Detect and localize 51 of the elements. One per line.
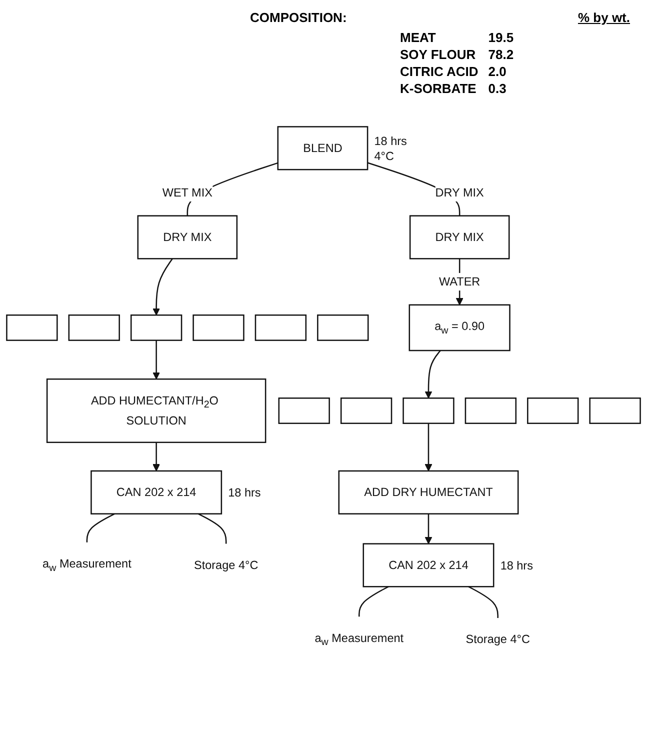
arrow (424, 350, 441, 398)
node-box: DRY MIX (137, 215, 238, 260)
node-box: DRY MIX (409, 215, 510, 260)
node-text: Storage 4°C (466, 632, 530, 646)
connector (198, 513, 227, 544)
duration-note: 4°C (374, 150, 394, 163)
edge-label: DRY MIX (435, 186, 484, 199)
percent-value: 2.0 (488, 64, 506, 79)
node-box: CAN 202 x 214 (362, 543, 494, 588)
node-box (402, 398, 454, 424)
node-text: a$_{w}$ Measurement (314, 630, 404, 648)
column-heading: % by wt. (578, 10, 630, 25)
node-box: a$_{w}$ = 0.90 (408, 304, 510, 352)
percent-value: 0.3 (488, 81, 506, 96)
ingredient-name: MEAT (400, 30, 436, 45)
node-box (130, 314, 182, 341)
ingredient-name: SOY FLOUR (400, 47, 476, 62)
node-text: Storage 4°C (194, 558, 258, 572)
arrow (152, 340, 160, 380)
ingredient-name: K-SORBATE (400, 81, 476, 96)
arrow (424, 423, 432, 472)
node-box (527, 398, 579, 424)
node-box: ADD DRY HUMECTANT (338, 470, 519, 514)
node-box (340, 398, 392, 424)
node-box (192, 314, 244, 341)
arrow (152, 258, 173, 316)
node-box (278, 398, 330, 424)
node-box: CAN 202 x 214 (90, 470, 222, 514)
connector (86, 513, 115, 542)
node-box (6, 314, 58, 341)
node-text: a$_{w}$ Measurement (42, 556, 132, 574)
node-box (464, 398, 517, 424)
percent-value: 78.2 (488, 47, 514, 62)
table-heading: COMPOSITION: (250, 10, 347, 25)
percent-value: 19.5 (488, 30, 514, 45)
node-box: ADD HUMECTANT/H$_{2}$O SOLUTION (46, 378, 266, 443)
node-box: BLEND (277, 126, 368, 170)
duration-note: 18 hrs (228, 486, 261, 500)
arrow (424, 514, 432, 544)
node-box (317, 314, 369, 341)
ingredient-name: CITRIC ACID (400, 64, 478, 79)
connector (468, 586, 498, 618)
duration-note: 18 hrs (374, 134, 407, 148)
duration-note: 18 hrs (500, 559, 533, 572)
node-box (254, 314, 307, 341)
arrow (152, 442, 160, 472)
node-box (68, 314, 120, 341)
node-box (589, 398, 641, 424)
edge-label: WATER (438, 274, 480, 288)
edge-label: WET MIX (162, 186, 212, 199)
connector (358, 586, 389, 617)
